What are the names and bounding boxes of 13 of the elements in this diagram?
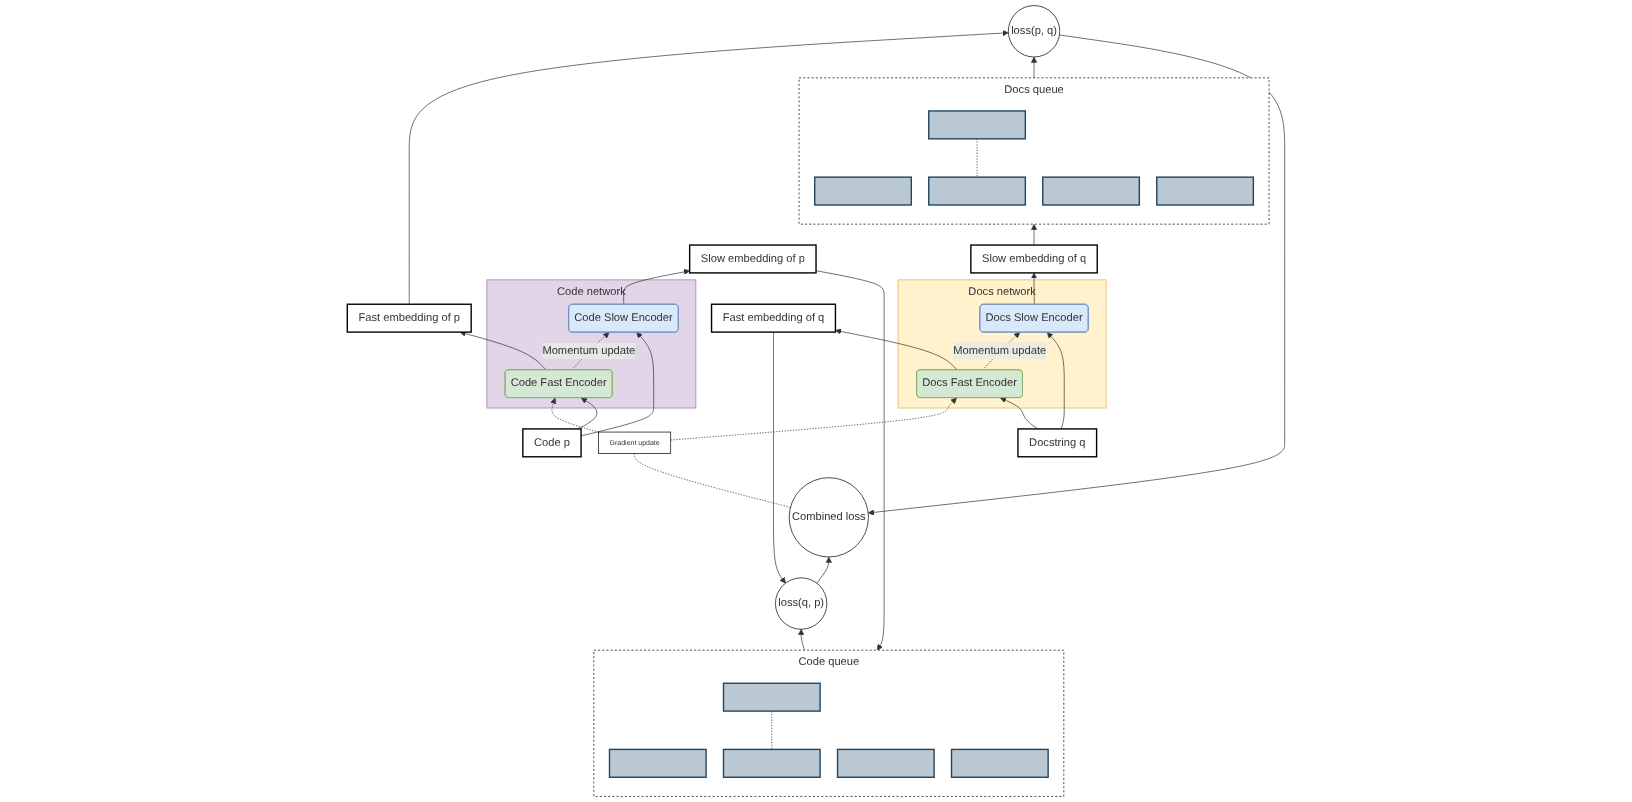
- node-bar: [722, 682, 821, 712]
- node-bar: [1042, 176, 1141, 206]
- node-bar: [608, 748, 707, 778]
- node-bar: [1156, 176, 1255, 206]
- node-bar: [722, 748, 821, 778]
- connector: [634, 453, 791, 508]
- node-bar: [836, 748, 935, 778]
- connector: [771, 710, 773, 750]
- node-bar: [928, 110, 1027, 140]
- node-bar: [814, 176, 913, 206]
- connector: [976, 138, 978, 178]
- node-bar: [928, 176, 1027, 206]
- node-bar: [950, 748, 1049, 778]
